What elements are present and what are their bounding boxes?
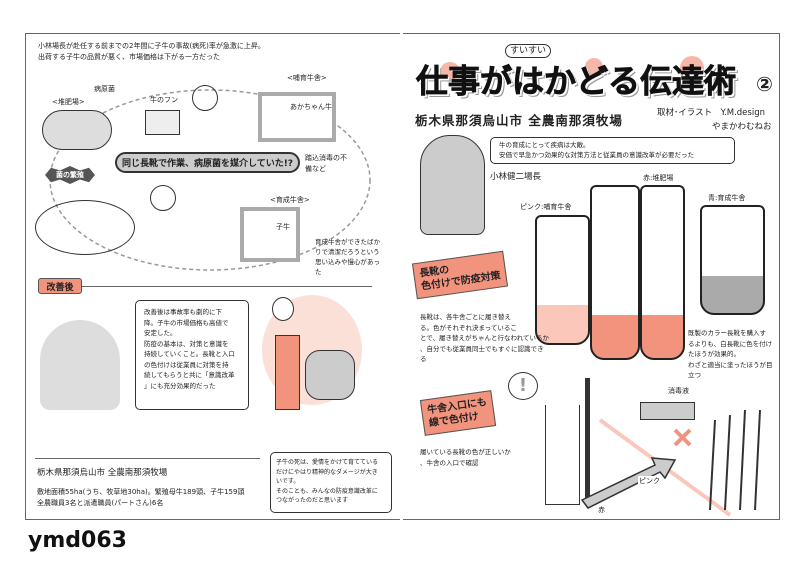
growing-barn-illustration [240, 207, 300, 262]
disinfectant-label: 消毒液 [668, 387, 689, 395]
staff-apron-illustration [275, 335, 300, 410]
compost-label: <堆肥場> [52, 98, 85, 106]
boot-label-red: 赤:堆肥場 [643, 174, 674, 182]
complacency-note: 育成牛舎ができたばかりで清潔だろうという思い込みや慢心があった [315, 238, 381, 276]
manager-quote-bubble: 牛の育成にとって疾病は大敵。安価で早急かつ効果的な対策方法と従業員の意識改革が必… [490, 137, 735, 164]
compost-pile-illustration [42, 110, 112, 150]
entrance-line-illustration [580, 410, 761, 517]
credit-name: やまかわむねお [712, 122, 772, 132]
red-label: 赤 [598, 506, 605, 514]
red-boot-illustration [640, 185, 685, 360]
title-deco-circle [440, 62, 460, 82]
boot-label-blue: 青:育成牛舎 [708, 194, 746, 202]
nursery-label: <哺育牛舎> [287, 74, 327, 82]
after-quote-bubble: 改善後は事故率も劇的に下降。子牛の市場価格も高値で安定した。防疫の基本は、対策と… [135, 300, 249, 410]
title-deco-circle [585, 58, 603, 76]
left-page-frame [25, 33, 400, 520]
calf-illustration [305, 350, 355, 400]
title-ruby: すいすい [505, 44, 552, 58]
bacteria-burst: 菌の繁殖 [45, 166, 95, 184]
right-page-frame [403, 33, 780, 520]
boot-label-pink: ピンク:哺育牛舎 [520, 203, 572, 211]
manager-portrait [40, 320, 120, 410]
exclamation-bubble: ! [508, 372, 538, 400]
staff-quote-bubble: 子牛の死は、愛情をかけて育てているだけにやはり精神的なダメージが大きいです。その… [270, 452, 392, 513]
nursery-barn-illustration [258, 92, 336, 142]
issue-number: ② [756, 72, 773, 96]
door-frame [585, 378, 590, 498]
dung-label: 牛のフン [150, 96, 179, 104]
staff-head-illustration [272, 297, 294, 321]
baby-calf-label: あかちゃん牛 [290, 103, 332, 111]
page-code: ymd063 [28, 528, 127, 553]
pink-line-label: ピンク [638, 476, 661, 487]
pathogen-label: 病原菌 [94, 85, 115, 93]
divider [35, 458, 260, 459]
after-improvement-label: 改善後 [38, 278, 82, 294]
farm-details: 敷地面積55ha(うち、牧草地30ha)。繁殖母牛189頭、子牛159頭全農職員… [37, 488, 245, 507]
article-title: 仕事がはかどる伝達術 [416, 62, 737, 101]
walking-worker-illustration [150, 185, 176, 211]
entrance-text: 履いている長靴の色が正しいか、牛舎の入口で確認 [420, 448, 511, 467]
disinfect-note: 踏込消毒の不備など [305, 154, 347, 173]
boot-closeup-bubble [35, 200, 135, 255]
article-subtitle: 栃木県那須烏山市 全農南那須牧場 [415, 113, 623, 128]
blue-boot-illustration [700, 205, 765, 315]
pink-boot-illustration [535, 215, 590, 345]
worker-head-illustration [192, 85, 218, 111]
calf-label: 子牛 [276, 223, 290, 231]
title-deco-circle [680, 56, 704, 80]
wheelbarrow-illustration [145, 110, 180, 135]
manager-portrait [420, 135, 485, 235]
red-boot-illustration [590, 185, 640, 360]
manager-name: 小林健二場長 [490, 172, 542, 182]
intro-text: 小林場長が赴任する前までの2年間に子牛の事故(病死)率が急激に上昇。 出荷する子… [38, 42, 265, 61]
credit: 取材･イラスト Y.M.design [657, 108, 765, 118]
boots-text: 長靴は、各牛舎ごとに履き替える。色がそれぞれ決まっていることで、履き替えがちゃん… [420, 313, 550, 363]
disinfectant-tray-illustration [640, 402, 695, 420]
banner-pill: 同じ長靴で作業、病原菌を媒介していた!? [115, 152, 300, 173]
divider [82, 286, 372, 287]
growing-label: <育成牛舎> [270, 196, 310, 204]
worker-legs-illustration [545, 405, 580, 505]
color-text: 既製のカラー長靴を購入するよりも、白長靴に色を付けたほうが効果的。わざと適当に塗… [688, 329, 773, 379]
farm-name: 栃木県那須烏山市 全農南那須牧場 [37, 468, 168, 478]
